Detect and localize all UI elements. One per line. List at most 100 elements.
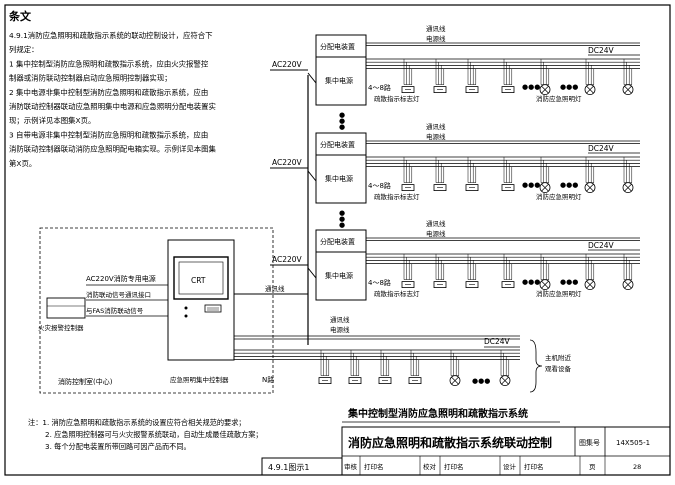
exit-sign-icon	[465, 86, 479, 93]
continuation-dots: ●●●	[560, 83, 578, 91]
fire-alarm-controller-box	[46, 297, 86, 319]
design-label: 设计	[503, 462, 517, 471]
atlas-label: 图集号	[579, 438, 600, 447]
exit-sign-icon	[501, 184, 515, 192]
comm-line-label: 通讯线	[426, 24, 446, 33]
vertical-dot: ●	[339, 221, 345, 229]
distribution-box-label: 分配电装置	[320, 140, 355, 149]
emergency-lamp-icon	[539, 84, 551, 95]
power-cabinet	[315, 34, 367, 106]
fas-signal-label: 与FAS消防联动信号	[86, 306, 144, 315]
emergency-light-label: 消防应急照明灯	[536, 94, 582, 103]
figure-label: 4.9.1图示1	[268, 463, 309, 472]
dc24v-label: DC24V	[588, 144, 615, 153]
notes: 注：1. 消防应急照明和疏散指示系统的设置应符合相关规范的要求； 2. 应急照明控…	[28, 418, 263, 451]
fire-alarm-controller-label: 火灾报警控制器	[38, 323, 84, 332]
loops-label: 4～8路	[368, 278, 391, 287]
emergency-lamp-icon	[584, 84, 596, 95]
emergency-lamp-icon	[622, 84, 634, 95]
continuation-dots: ●●●	[522, 181, 540, 189]
exit-sign-icon	[401, 86, 415, 93]
remarks-bracket	[529, 339, 543, 393]
section-title: 条文	[8, 9, 32, 23]
n-loops-label: N路	[262, 375, 274, 384]
central-controller-cabinet	[167, 239, 235, 361]
vertical-dot: ●	[339, 209, 345, 217]
clause-line: 制器或消防联动控制器启动应急照明控制器实现；	[9, 74, 172, 83]
check-label: 校对	[423, 462, 437, 471]
exit-sign-label: 疏散指示标志灯	[374, 289, 420, 298]
bottom-power-label: 电源线	[330, 325, 350, 334]
branch-group: AC220V分配电装置集中电源通讯线电源线DC24V●●●●●●4～8路●●●疏…	[270, 122, 640, 229]
crt-label: CRT	[191, 276, 206, 285]
branch-group: AC220V分配电装置集中电源通讯线电源线DC24V●●●●●●4～8路疏散指示…	[270, 219, 640, 301]
comm-line-label: 通讯线	[426, 122, 446, 131]
keypad-icon	[204, 304, 222, 313]
distribution-box-label: 分配电装置	[320, 42, 355, 51]
branch-groups: AC220V分配电装置集中电源通讯线电源线DC24V●●●●●●4～8路●●●疏…	[270, 24, 640, 301]
ac220v-label: AC220V	[272, 255, 303, 264]
check-signer: 打印名	[444, 462, 464, 471]
note-line: 2. 应急照明控制器可与火灾报警系统联动，自动生成最佳疏散方案；	[45, 430, 263, 439]
emergency-lamp-icon	[584, 182, 596, 194]
central-power-label: 集中电源	[325, 174, 353, 183]
exit-sign-label: 疏散指示标志灯	[374, 192, 420, 201]
clause-line: 消防联动控制器联动消防应急照明配电箱实现。示例详见本图集	[9, 145, 217, 154]
controller-comm-label: 通讯线	[265, 284, 285, 293]
clause-line: 2 集中电源非集中控制型消防应急照明和疏散指示系统，应由	[9, 88, 208, 97]
drawing-title: 消防应急照明和疏散指示系统联动控制	[348, 435, 552, 450]
emergency-lamp-icon	[584, 279, 596, 291]
emergency-lamp-icon	[449, 375, 461, 387]
exit-sign-icon	[378, 377, 392, 385]
vertical-dot: ●	[339, 215, 345, 223]
exit-sign-icon	[401, 184, 415, 192]
power-cabinet	[315, 229, 367, 301]
note-line: 3. 每个分配电装置所带回路可因产品而不同。	[45, 442, 191, 451]
exit-sign-icon	[348, 377, 362, 385]
continuation-dots: ●●●	[522, 83, 540, 91]
ac220v-label: AC220V	[272, 60, 303, 69]
power-line-label: 电源线	[426, 34, 446, 43]
clause-line: 第X页。	[9, 159, 36, 168]
clause-line: 现；示例详见本图集X页。	[9, 116, 95, 125]
vertical-dot: ●	[339, 123, 345, 131]
vertical-dot: ●	[339, 117, 345, 125]
bottom-comm-label: 通讯线	[330, 315, 350, 324]
review-signer: 打印名	[364, 462, 384, 471]
power-cabinet	[315, 132, 367, 204]
remarks-line-2: 观看设备	[545, 364, 572, 373]
page-label: 页	[589, 463, 596, 471]
exit-sign-label: 疏散指示标志灯	[374, 94, 420, 103]
design-signer: 打印名	[524, 462, 544, 471]
distribution-box-label: 分配电装置	[320, 237, 355, 246]
power-line-label: 电源线	[426, 229, 446, 238]
dc24v-label: DC24V	[588, 241, 615, 250]
control-room-label: 消防控制室(中心)	[58, 377, 113, 386]
exit-sign-icon	[401, 281, 415, 289]
exit-sign-icon	[433, 184, 447, 192]
emergency-lamp-icon	[539, 182, 551, 194]
loops-label: 4～8路	[368, 181, 391, 190]
branch-group: AC220V分配电装置集中电源通讯线电源线DC24V●●●●●●4～8路●●●疏…	[270, 24, 640, 131]
vertical-dot: ●	[339, 111, 345, 119]
control-room-boundary	[39, 227, 274, 394]
loops-label: 4～8路	[368, 83, 391, 92]
emergency-lamp-icon	[499, 375, 511, 387]
comm-line-label: 通讯线	[426, 219, 446, 228]
exit-sign-icon	[501, 281, 515, 289]
clause-line: 4.9.1消防应急照明和疏散指示系统的联动控制设计，应符合下	[9, 31, 213, 40]
clause-line: 1 集中控制型消防应急照明和疏散指示系统，应由火灾报警控	[9, 59, 209, 68]
emergency-lamp-icon	[539, 279, 551, 291]
exit-sign-icon	[408, 377, 422, 385]
central-controller-label: 应急照明集中控制器	[170, 375, 229, 384]
clause-line: 消防联动控制器联动应急照明集中电源和应急照明分配电装置实	[9, 102, 216, 111]
continuation-dots: ●●●	[560, 278, 578, 286]
note-line: 注：1. 消防应急照明和疏散指示系统的设置应符合相关规范的要求；	[28, 418, 246, 427]
clause-line: 3 自带电源非集中控制型消防应急照明和疏散指示系统，应由	[9, 130, 208, 139]
emergency-lamp-icon	[622, 182, 634, 194]
continuation-dots: ●●●	[560, 181, 578, 189]
power-line-label: 电源线	[426, 132, 446, 141]
